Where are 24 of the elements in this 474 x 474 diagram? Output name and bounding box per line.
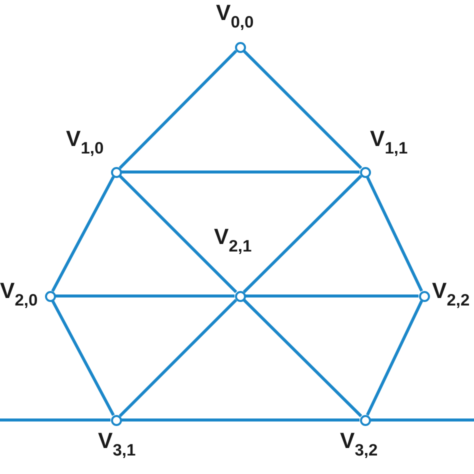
- vertex-label: V$_{2,0}$: [0, 280, 38, 309]
- vertex-label: V$_{1,0}$: [66, 128, 104, 157]
- graph-edge: [118, 298, 238, 418]
- graph-edge: [366, 300, 423, 416]
- graph-edge: [0, 418, 110, 422]
- graph-edge: [118, 50, 238, 170]
- graph-edge: [366, 176, 423, 292]
- graph-edge: [242, 50, 362, 170]
- graph-edge: [242, 174, 362, 294]
- graph-edge: [118, 174, 238, 294]
- graph-edge: [51, 176, 115, 292]
- vertex-label: V$_{0,0}$: [216, 2, 254, 31]
- graph-edge: [56, 294, 234, 298]
- vertex-label: V$_{3,1}$: [98, 430, 136, 459]
- graph-edge: [242, 298, 362, 418]
- vertex-label: V$_{2,2}$: [432, 280, 470, 309]
- graph-edge: [122, 418, 360, 422]
- graph-edge: [246, 294, 418, 298]
- graph-edge: [122, 170, 360, 174]
- graph-edge: [370, 418, 474, 422]
- vertex-label: V$_{2,1}$: [214, 226, 252, 255]
- vertex-label: V$_{1,1}$: [370, 128, 408, 157]
- vertex-label: V$_{3,2}$: [340, 430, 378, 459]
- graph-edge: [51, 300, 115, 416]
